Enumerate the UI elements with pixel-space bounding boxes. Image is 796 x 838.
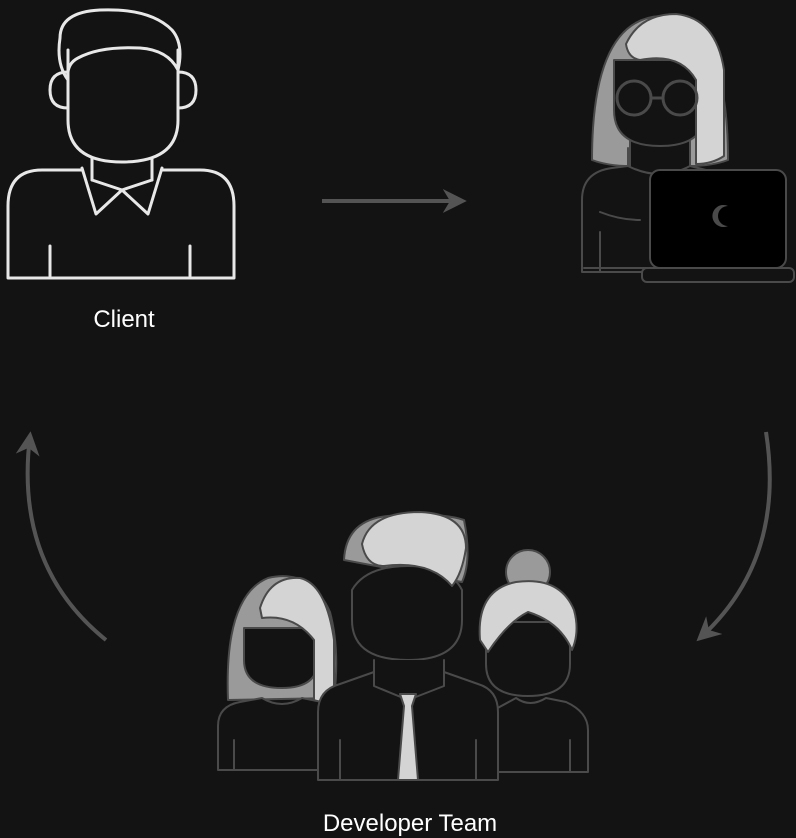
arrow-freelancer-to-team xyxy=(696,431,772,642)
woman-with-laptop-icon xyxy=(581,13,795,283)
client-man-icon xyxy=(6,8,236,280)
developer-team-label: Developer Team xyxy=(322,810,498,837)
client-label: Client xyxy=(93,306,155,333)
team-member-center xyxy=(317,511,499,781)
developer-team-icon xyxy=(217,511,589,781)
team-member-right xyxy=(478,549,589,773)
arrow-team-to-client xyxy=(15,431,108,642)
